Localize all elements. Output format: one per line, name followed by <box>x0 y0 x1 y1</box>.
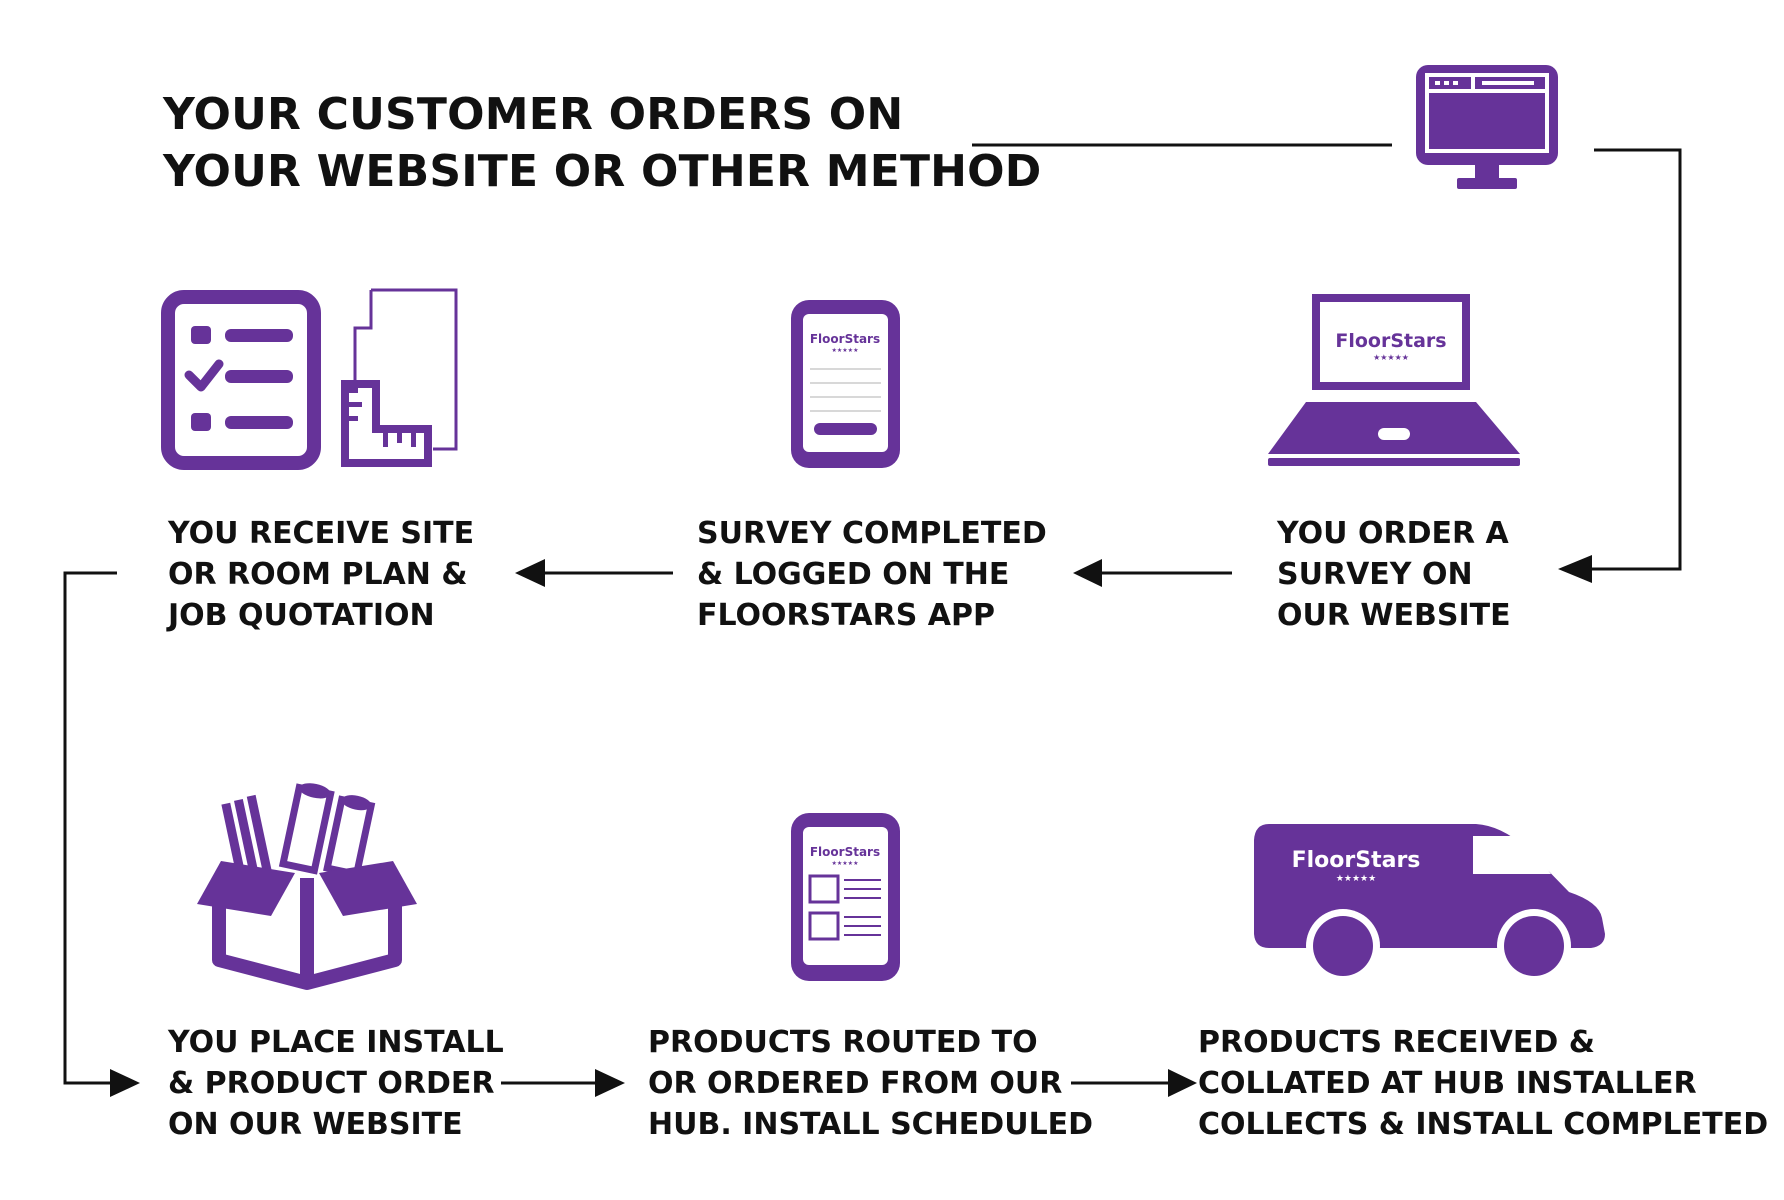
step-place-order: YOU PLACE INSTALL & PRODUCT ORDER ON OUR… <box>168 1022 504 1145</box>
desktop-monitor-icon <box>1416 65 1558 189</box>
step-line: OR ORDERED FROM OUR <box>648 1066 1063 1101</box>
phone-list-brand: FloorStars <box>810 845 880 859</box>
laptop-screen-brand: FloorStars <box>1335 330 1446 352</box>
step-line: SURVEY COMPLETED <box>697 516 1047 551</box>
step-products-received: PRODUCTS RECEIVED & COLLATED AT HUB INST… <box>1198 1022 1768 1145</box>
connector-receive-plan-to-place-order <box>63 571 117 1085</box>
arrow-head-left <box>515 559 545 587</box>
step-line: & PRODUCT ORDER <box>168 1066 495 1101</box>
step-line: YOU PLACE INSTALL <box>168 1025 504 1060</box>
step-line: ON OUR WEBSITE <box>168 1107 463 1142</box>
van-stars: ★★★★★ <box>1336 874 1376 884</box>
phone-list-icon: FloorStars ★★★★★ <box>791 813 900 981</box>
step-products-routed: PRODUCTS ROUTED TO OR ORDERED FROM OUR H… <box>648 1022 1093 1145</box>
arrow-head-right <box>595 1069 625 1097</box>
phone-survey-icon: FloorStars ★★★★★ <box>791 300 900 468</box>
phone-list-stars: ★★★★★ <box>832 860 859 867</box>
step-survey-completed: SURVEY COMPLETED & LOGGED ON THE FLOORST… <box>697 513 1047 636</box>
arrow-head-left <box>1073 559 1102 587</box>
van-icon: FloorStars ★★★★★ <box>1254 824 1605 983</box>
step-line: PRODUCTS RECEIVED & <box>1198 1025 1595 1060</box>
step-line: & LOGGED ON THE <box>697 557 1010 592</box>
step-line: JOB QUOTATION <box>168 598 435 633</box>
headline: YOUR CUSTOMER ORDERS ON YOUR WEBSITE OR … <box>163 86 1042 200</box>
connector-monitor-to-order-survey <box>1592 148 1682 571</box>
step-line: SURVEY ON <box>1277 557 1473 592</box>
step-order-survey: YOU ORDER A SURVEY ON OUR WEBSITE <box>1277 513 1511 636</box>
arrow-head-left <box>1558 555 1592 583</box>
step-line: YOU ORDER A <box>1277 516 1509 551</box>
headline-line-1: YOUR CUSTOMER ORDERS ON <box>163 89 904 140</box>
phone-survey-brand: FloorStars <box>810 332 880 346</box>
step-line: OUR WEBSITE <box>1277 598 1511 633</box>
arrow-head-right <box>110 1069 140 1097</box>
laptop-screen-stars: ★★★★★ <box>1373 353 1409 362</box>
step-line: COLLECTS & INSTALL COMPLETED <box>1198 1107 1769 1142</box>
arrow-head-right <box>1168 1069 1197 1097</box>
step-line: HUB. INSTALL SCHEDULED <box>648 1107 1094 1142</box>
box-icon <box>197 783 417 990</box>
van-brand: FloorStars <box>1292 848 1421 873</box>
step-line: PRODUCTS ROUTED TO <box>648 1025 1038 1060</box>
step-receive-plan: YOU RECEIVE SITE OR ROOM PLAN & JOB QUOT… <box>168 513 474 636</box>
phone-survey-stars: ★★★★★ <box>832 347 859 354</box>
step-line: OR ROOM PLAN & <box>168 557 468 592</box>
step-line: YOU RECEIVE SITE <box>168 516 475 551</box>
laptop-icon: FloorStars ★★★★★ <box>1268 294 1520 466</box>
checklist-plan-icon <box>161 288 458 470</box>
step-line: COLLATED AT HUB INSTALLER <box>1198 1066 1697 1101</box>
headline-line-2: YOUR WEBSITE OR OTHER METHOD <box>163 146 1042 197</box>
step-line: FLOORSTARS APP <box>697 598 995 633</box>
